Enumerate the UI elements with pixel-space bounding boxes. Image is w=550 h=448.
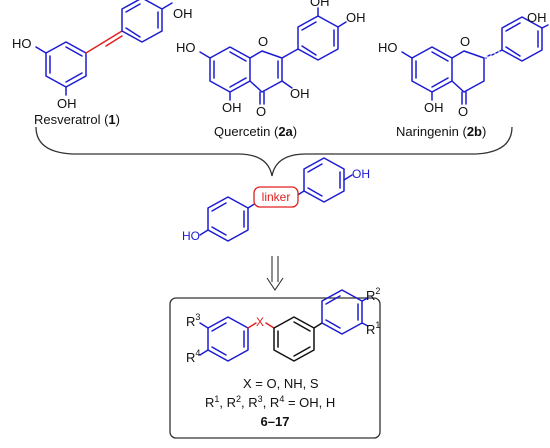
general-r4-label: R4 xyxy=(186,348,200,365)
pharmacophore-oh-label: OH xyxy=(352,167,370,181)
general-structure-frame xyxy=(169,297,381,439)
naringenin-oh-5-label: OH xyxy=(424,100,444,115)
resveratrol-oh-bottom-label: OH xyxy=(57,96,77,111)
quercetin-ho-label: HO xyxy=(176,40,196,55)
general-structure xyxy=(199,289,369,362)
naringenin-caption: Naringenin (2b) xyxy=(396,124,486,139)
quercetin-oh-5-label: OH xyxy=(222,100,242,115)
naringenin-ho-label: HO xyxy=(378,40,398,55)
quercetin-oh-3-label: OH xyxy=(290,86,310,101)
naringenin-ring-o: O xyxy=(460,34,470,49)
quercetin-structure xyxy=(199,7,347,105)
r-definition: R1, R2, R3, R4 = OH, H xyxy=(205,394,335,410)
resveratrol-oh-label: OH xyxy=(173,6,193,21)
x-definition: X = O, NH, S xyxy=(243,376,319,391)
general-r2-label: R2 xyxy=(366,286,380,303)
quercetin-ring-o: O xyxy=(258,34,268,49)
retrosynthesis-arrow xyxy=(266,256,284,291)
resveratrol-ho-label: HO xyxy=(12,36,32,51)
quercetin-caption: Quercetin (2a) xyxy=(214,124,297,139)
general-r3-label: R3 xyxy=(186,312,200,329)
general-x-label: X xyxy=(256,315,264,329)
quercetin-oh-3p-label: OH xyxy=(310,0,330,9)
naringenin-carbonyl-o: O xyxy=(458,104,468,119)
linker-box xyxy=(253,186,299,208)
linker-label: linker xyxy=(262,190,291,204)
general-r1-label: R1 xyxy=(366,320,380,337)
naringenin-structure xyxy=(401,16,549,105)
compound-range: 6–17 xyxy=(261,414,290,429)
pharmacophore-ho-label: HO xyxy=(182,229,200,243)
resveratrol-caption: Resveratrol (1) xyxy=(34,112,120,127)
merge-bracket xyxy=(35,126,513,177)
quercetin-carbonyl-o: O xyxy=(256,104,266,119)
resveratrol-structure xyxy=(35,0,173,96)
pharmacophore-structure xyxy=(199,157,353,242)
quercetin-oh-4p-label: OH xyxy=(346,10,366,25)
naringenin-oh-4p-label: OH xyxy=(527,10,547,25)
